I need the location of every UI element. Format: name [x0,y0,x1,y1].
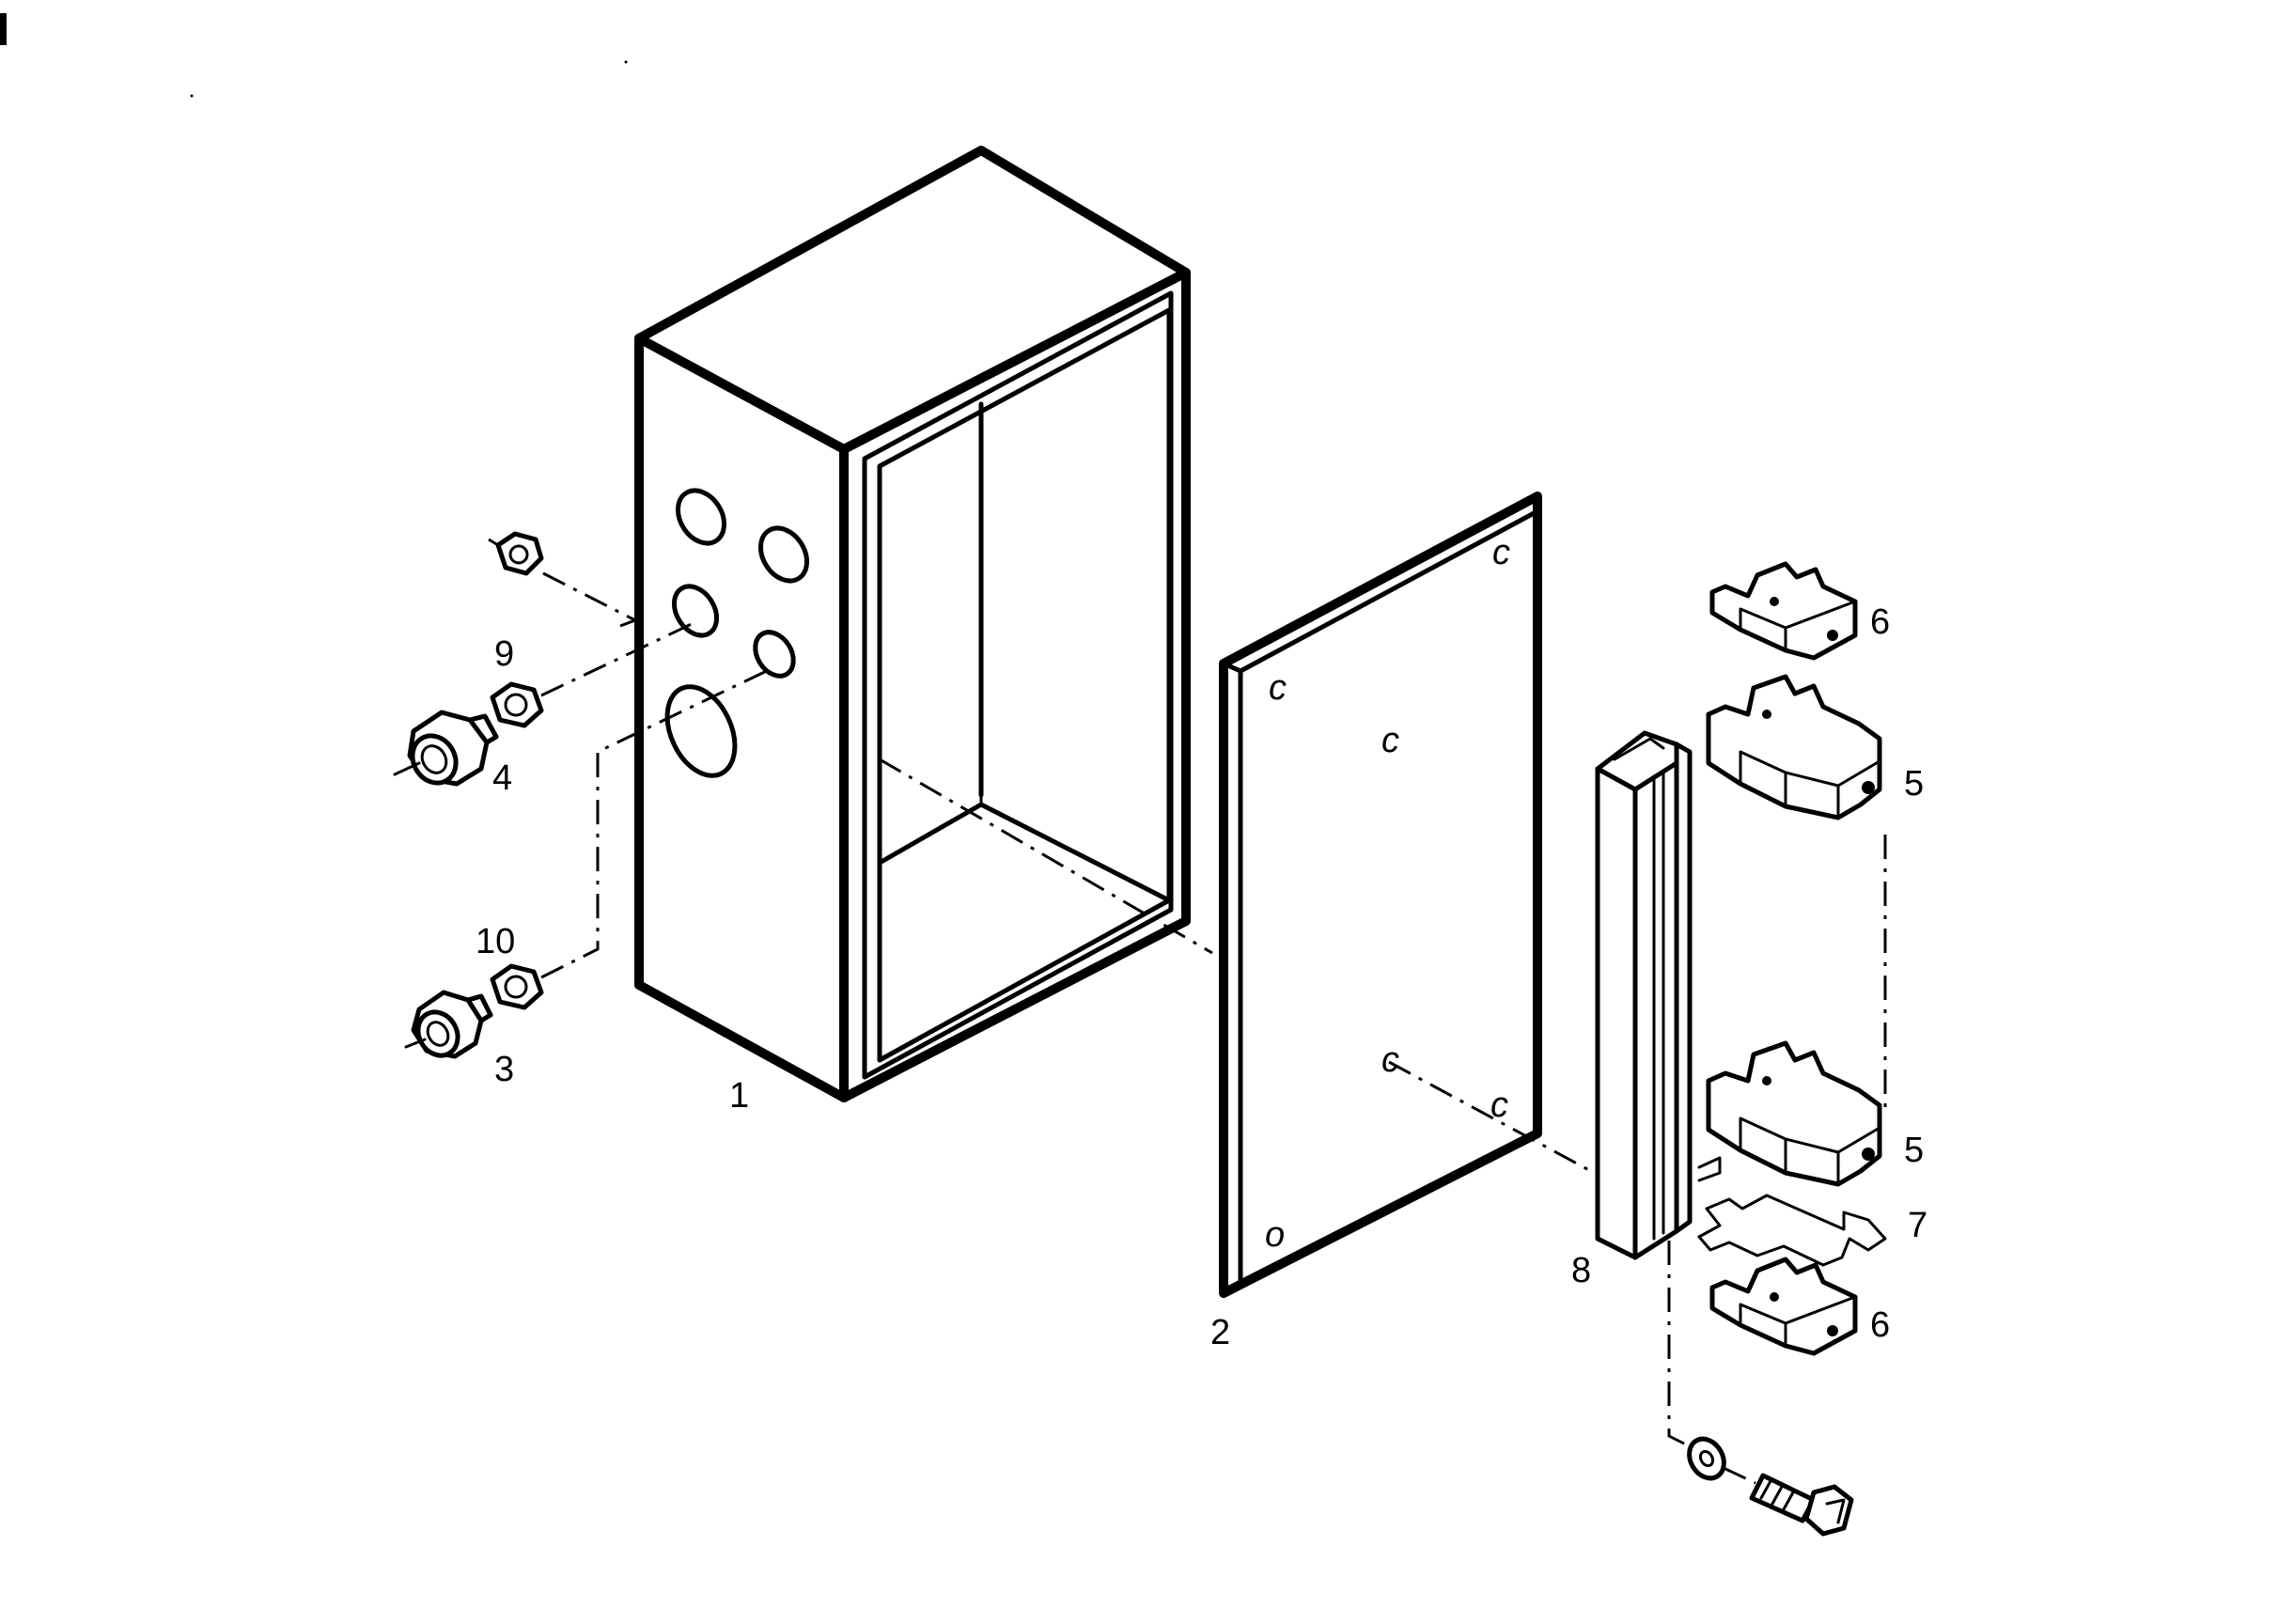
terminal-block-upper [1706,674,1882,820]
callouts: 1 2 3 4 5 5 6 6 7 8 9 10 [476,602,1927,1352]
callout-5-lower: 5 [1904,1131,1924,1170]
callout-1: 1 [729,1076,749,1116]
din-rail [1595,730,1693,1260]
partition-plate [1697,1156,1887,1267]
end-clamp-top [1709,561,1858,661]
callout-6-bottom: 6 [1870,1305,1890,1345]
callout-10: 10 [476,922,515,961]
svg-text:o: o [1265,1215,1285,1255]
svg-text:c: c [1492,533,1510,572]
mounting-plate: c c c c c o [1219,492,1542,1298]
svg-text:c: c [1381,721,1399,760]
speck [190,94,194,98]
end-clamp-bottom [1709,1257,1858,1356]
callout-7: 7 [1908,1206,1927,1245]
lock-nut-9 [490,681,544,728]
enclosure-box [634,146,1191,1102]
lock-nut-10 [490,963,544,1010]
cable-gland-3 [404,990,493,1059]
assembly-lines [488,538,1887,1485]
knockout-holes [664,488,810,778]
washer [1687,1436,1726,1481]
terminal-block-lower [1706,1040,1882,1187]
svg-text:c: c [1269,668,1287,708]
svg-text:c: c [1490,1085,1508,1125]
callout-9: 9 [494,634,514,674]
callout-8: 8 [1571,1251,1591,1290]
callout-6-top: 6 [1870,602,1890,642]
plate-holes: c c c c c o [1265,533,1510,1255]
callout-5-upper: 5 [1904,764,1924,804]
callout-2: 2 [1210,1313,1230,1352]
svg-text:c: c [1381,1040,1399,1080]
callout-4: 4 [492,758,512,798]
callout-3: 3 [494,1050,514,1089]
speck [624,60,628,64]
corner-mark [0,13,7,45]
cable-gland-4 [393,710,499,787]
lock-nut-top [495,531,544,576]
screw [1749,1473,1854,1537]
